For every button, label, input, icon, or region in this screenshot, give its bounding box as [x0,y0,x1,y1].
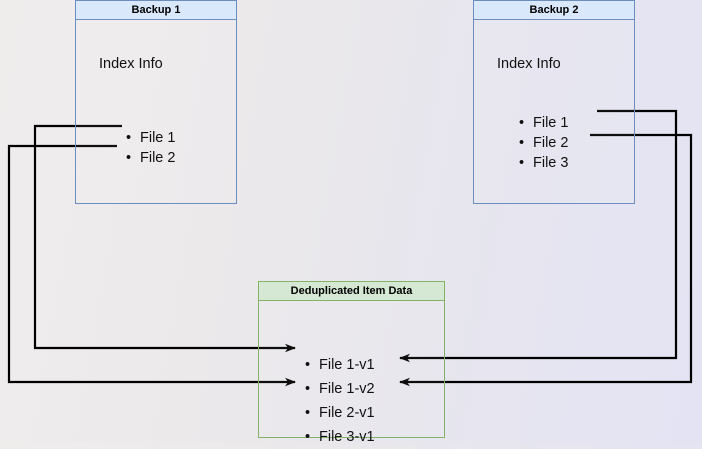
list-item: File 2 [124,148,175,168]
list-item: File 2 [517,133,568,153]
list-item: File 1-v1 [303,353,375,377]
node-backup-2-title: Backup 2 [473,0,635,20]
backup-1-index-info-label: Index Info [99,56,163,72]
backup-1-file-list: File 1 File 2 [124,128,175,168]
node-deduplicated-item-data-body: File 1-v1 File 1-v2 File 2-v1 File 3-v1 [258,301,445,449]
list-item: File 1-v2 [303,377,375,401]
backup-2-file-list: File 1 File 2 File 3 [517,113,568,173]
list-item: File 2-v1 [303,401,375,425]
list-item: File 3 [517,153,568,173]
node-deduplicated-item-data-title: Deduplicated Item Data [258,281,445,301]
dedup-item-list: File 1-v1 File 1-v2 File 2-v1 File 3-v1 [303,353,375,449]
list-item: File 1 [517,113,568,133]
list-item: File 3-v1 [303,425,375,449]
node-deduplicated-item-data[interactable]: Deduplicated Item Data File 1-v1 File 1-… [258,281,445,449]
node-backup-1-title: Backup 1 [75,0,237,20]
node-backup-2-body: Index Info File 1 File 2 File 3 [473,20,635,204]
node-backup-1[interactable]: Backup 1 Index Info File 1 File 2 [75,0,237,204]
backup-2-index-info-label: Index Info [497,56,561,72]
list-item: File 1 [124,128,175,148]
node-backup-2[interactable]: Backup 2 Index Info File 1 File 2 File 3 [473,0,635,204]
node-backup-1-body: Index Info File 1 File 2 [75,20,237,204]
